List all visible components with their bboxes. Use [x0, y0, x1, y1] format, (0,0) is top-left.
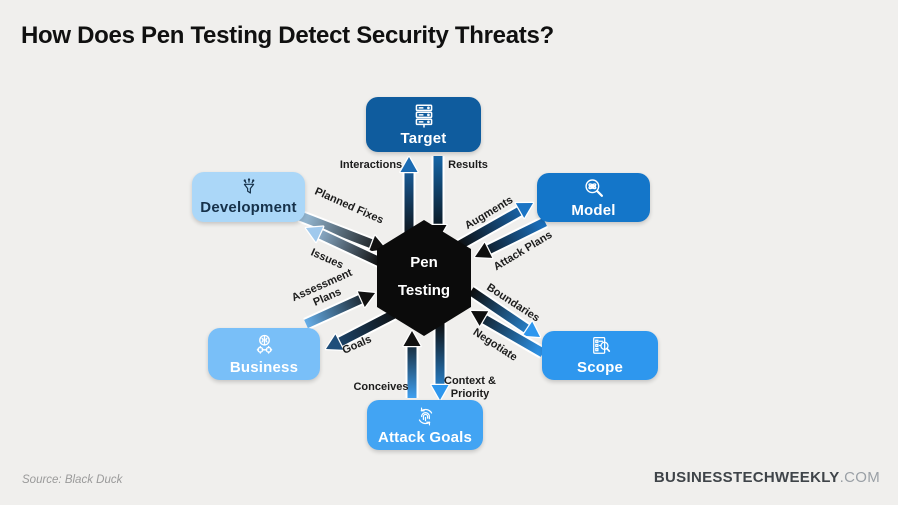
arrow-boundaries	[467, 285, 542, 339]
arrow-assessment-plans	[303, 290, 377, 330]
server-icon	[415, 104, 432, 128]
brain-gears-icon	[256, 334, 272, 354]
flow-label-context-priority: Context & Priority	[444, 374, 496, 400]
arrow-goals	[324, 305, 403, 351]
fingerprint-cycle-icon	[418, 407, 432, 426]
arrow-context-priority	[430, 323, 450, 402]
node-attack-goals-label: Attack Goals	[377, 428, 473, 446]
pen-testing-label: Pen Testing	[397, 254, 451, 299]
pen-testing-hexagon	[377, 220, 471, 336]
flow-label-interactions: Interactions	[339, 159, 403, 171]
brand-suffix: .COM	[839, 469, 880, 486]
node-model-label: Model	[571, 201, 616, 219]
arrow-conceives	[402, 329, 422, 398]
magnifier-atom-icon	[584, 179, 603, 197]
source-attribution: Source: Black Duck	[22, 474, 123, 486]
flow-label-conceives: Conceives	[353, 381, 409, 393]
funnel-icon	[243, 178, 254, 194]
arrow-negotiate	[469, 309, 547, 359]
node-target-label: Target	[400, 129, 447, 147]
node-scope: Scope	[542, 331, 658, 380]
node-development-label: Development	[200, 199, 297, 217]
arrow-attack-plans	[473, 216, 548, 260]
node-attack-goals: Attack Goals	[367, 400, 483, 450]
node-model: Model	[537, 173, 650, 222]
node-development: Development	[192, 172, 305, 222]
node-business-label: Business	[229, 358, 299, 376]
flow-label-results: Results	[448, 159, 488, 171]
arrow-issues	[304, 225, 383, 268]
arrow-augments	[454, 201, 535, 252]
node-business: Business	[208, 328, 320, 380]
brand-name: BUSINESSTECHWEEKLY	[653, 469, 840, 486]
node-scope-label: Scope	[576, 359, 623, 377]
node-target: Target	[366, 97, 481, 152]
brand-logo: BUSINESSTECHWEEKLY.COM	[654, 469, 880, 486]
checklist-magnifier-icon	[592, 337, 610, 355]
page-title: How Does Pen Testing Detect Security Thr…	[21, 22, 554, 49]
